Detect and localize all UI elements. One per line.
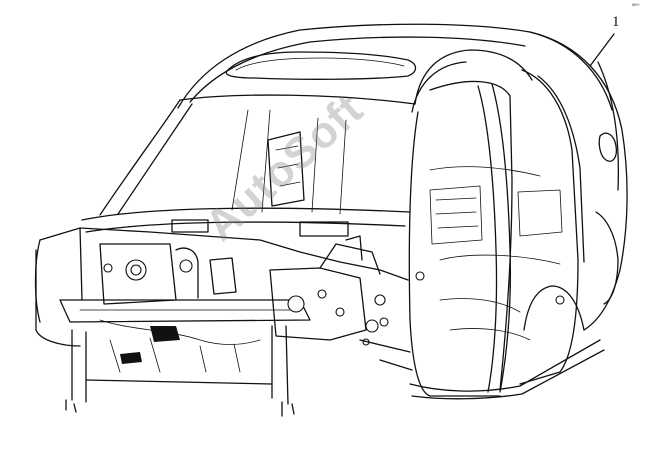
rear-wheel-arch xyxy=(523,285,585,331)
radiator-support xyxy=(59,299,311,323)
right-strut-tower xyxy=(269,267,367,341)
side-sill xyxy=(409,339,601,392)
corner-mark: ఆ∞ xyxy=(632,2,640,8)
floor-pan xyxy=(359,339,413,371)
windshield-header xyxy=(179,94,416,105)
rear-quarter-panel xyxy=(529,31,628,331)
rear-seat-bracket xyxy=(267,131,305,207)
front-end-module xyxy=(39,227,409,281)
callout-leader-line xyxy=(589,33,615,67)
sunroof-opening xyxy=(225,51,417,80)
roof-inner-rail xyxy=(189,36,526,103)
rear-quarter-window xyxy=(598,132,618,162)
front-door-opening xyxy=(408,111,501,397)
dash-crossmember xyxy=(81,207,411,221)
rear-door-opening xyxy=(519,69,579,385)
part-callout-label: 1 xyxy=(612,14,620,30)
b-pillar xyxy=(477,85,498,393)
left-a-pillar xyxy=(99,99,181,216)
body-hole xyxy=(374,294,386,306)
right-a-pillar xyxy=(414,49,533,105)
roof-outline xyxy=(177,23,613,111)
